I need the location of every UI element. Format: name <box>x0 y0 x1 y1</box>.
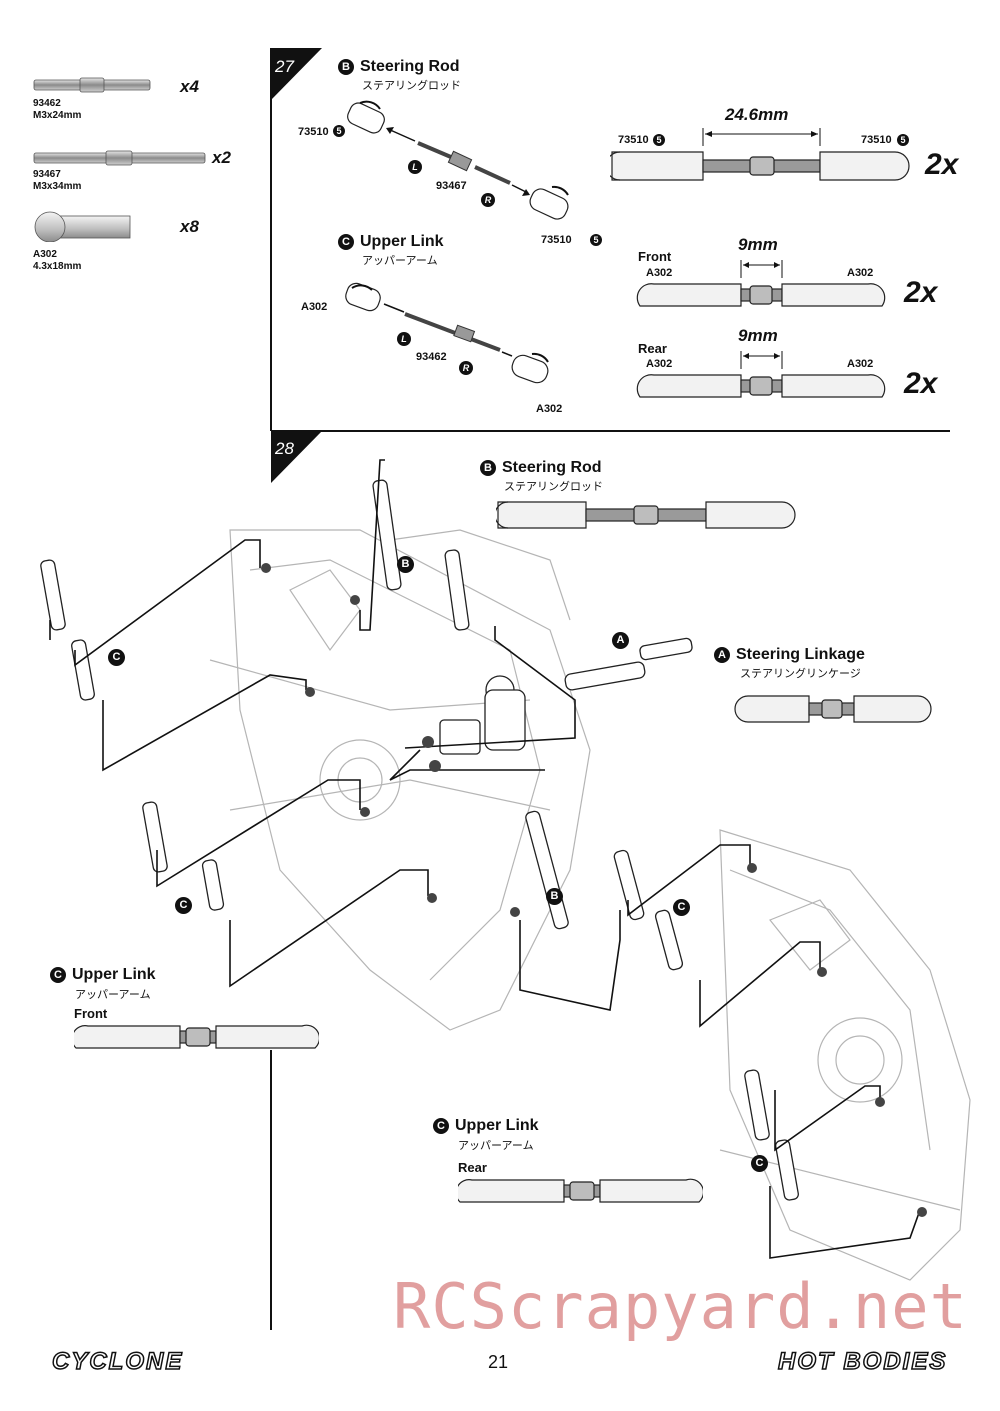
part-number: A302 <box>33 249 57 260</box>
callout-b-badge: B <box>397 556 414 573</box>
steering-rod-exploded-diagram <box>347 100 569 220</box>
part-size: M3x24mm <box>33 110 82 121</box>
upper-link-rear-reference-icon <box>458 1178 703 1203</box>
step28-steering-linkage-heading: A Steering Linkage <box>714 646 865 664</box>
steering-linkage-reference-icon <box>734 695 932 723</box>
section-title-jp: アッパーアーム <box>362 255 438 267</box>
right-thread-mark: R <box>481 193 495 207</box>
left-thread-mark: L <box>408 160 422 174</box>
step27-steering-rod-heading: B Steering Rod <box>338 58 460 76</box>
dimension-label: 9mm <box>738 326 778 345</box>
step28-steering-rod-heading: B Steering Rod <box>480 459 602 477</box>
step-number: 27 <box>275 57 294 76</box>
part-qty: x8 <box>180 217 199 236</box>
circle-5-badge: 5 <box>897 134 909 146</box>
section-title-jp: ステアリングロッド <box>362 80 461 92</box>
part-number: 93467 <box>33 169 61 180</box>
hot-bodies-logo: HOT BODIES <box>777 1347 948 1376</box>
dimension-label: 9mm <box>738 235 778 254</box>
section-title: Upper Link <box>360 233 444 250</box>
upper-link-front-heading: C Upper Link <box>50 966 156 984</box>
label-c-badge: C <box>50 966 66 983</box>
turnbuckle-short-icon <box>33 77 151 93</box>
part-number: A302 <box>646 358 673 370</box>
section-title: Steering Rod <box>360 58 460 75</box>
part-number: 73510 <box>541 234 572 246</box>
upper-link-front-assembled-diagram <box>636 260 886 307</box>
part-number: A302 <box>847 358 874 370</box>
section-title-jp: アッパーアーム <box>458 1140 534 1152</box>
steering-rod-assembled-diagram <box>610 128 910 181</box>
upper-link-rear-assembled-diagram <box>636 351 886 398</box>
part-number: 93462 <box>33 98 61 109</box>
rear-label: Rear <box>458 1160 487 1175</box>
quantity-label: 2x <box>904 367 938 400</box>
part-number: A302 <box>536 403 563 415</box>
page-number: 21 <box>488 1352 509 1372</box>
part-qty: x2 <box>212 148 231 167</box>
section-title: Steering Rod <box>502 459 602 476</box>
part-number: A302 <box>847 267 874 279</box>
left-thread-mark: L <box>397 332 411 346</box>
part-number: 93462 <box>416 351 447 363</box>
part-number: 93467 <box>436 180 467 192</box>
circle-5-badge: 5 <box>590 234 602 246</box>
front-label: Front <box>638 249 672 264</box>
part-number: A302 <box>646 267 673 279</box>
front-label: Front <box>74 1006 108 1021</box>
cyclone-logo: CYCLONE <box>51 1347 184 1376</box>
label-b-badge: B <box>338 58 354 75</box>
callout-c-badge: C <box>673 899 690 916</box>
callout-c-badge: C <box>175 897 192 914</box>
section-title: Upper Link <box>455 1117 539 1134</box>
section-title-jp: ステアリングロッド <box>504 481 603 493</box>
circle-5-badge: 5 <box>333 125 345 137</box>
step27-upper-link-heading: C Upper Link <box>338 233 444 251</box>
upper-link-rear-heading: C Upper Link <box>433 1117 539 1135</box>
part-label: 73510 <box>298 126 329 138</box>
part-size: 4.3x18mm <box>33 261 82 272</box>
quantity-label: 2x <box>904 276 938 309</box>
section-title: Steering Linkage <box>736 646 865 663</box>
steering-rod-reference-icon <box>496 501 796 529</box>
callout-c-badge: C <box>108 649 125 666</box>
part-size: M3x34mm <box>33 181 82 192</box>
label-a-badge: A <box>714 646 730 663</box>
rear-label: Rear <box>638 341 667 356</box>
part-number: 73510 <box>618 134 649 146</box>
callout-b-badge: B <box>546 888 563 905</box>
label-b-badge: B <box>480 459 496 476</box>
dimension-label: 24.6mm <box>725 105 789 124</box>
part-number: 73510 <box>298 126 329 138</box>
section-title-jp: ステアリングリンケージ <box>740 668 861 680</box>
ball-end-icon <box>34 211 131 242</box>
upper-link-front-reference-icon <box>74 1024 319 1049</box>
label-c-badge: C <box>338 233 354 250</box>
quantity-label: 2x <box>925 148 959 181</box>
callout-c-badge: C <box>751 1155 768 1172</box>
part-qty: x4 <box>180 77 199 96</box>
watermark-text: RCScrapyard.net <box>393 1270 968 1343</box>
right-thread-mark: R <box>459 361 473 375</box>
step-number: 28 <box>275 439 294 458</box>
section-title: Upper Link <box>72 966 156 983</box>
turnbuckle-long-icon <box>33 150 206 166</box>
part-number: 73510 <box>861 134 892 146</box>
part-number: A302 <box>301 301 328 313</box>
label-c-badge: C <box>433 1117 449 1134</box>
callout-a-badge: A <box>612 632 629 649</box>
circle-5-badge: 5 <box>653 134 665 146</box>
section-title-jp: アッパーアーム <box>75 989 151 1001</box>
chassis-assembly-diagram <box>40 459 971 1281</box>
upper-link-exploded-diagram <box>345 282 549 384</box>
